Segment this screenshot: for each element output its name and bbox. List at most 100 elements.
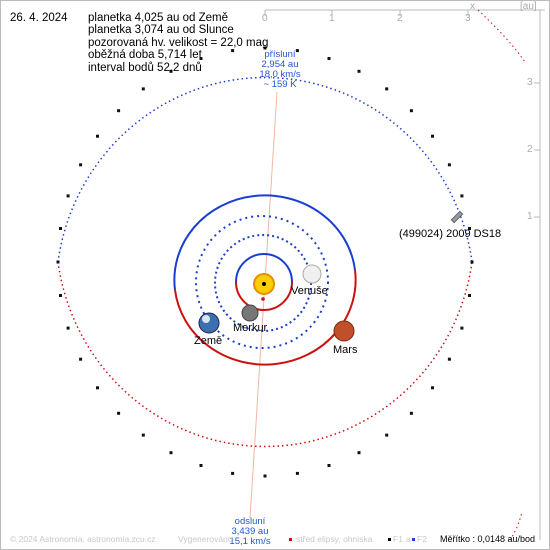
x-axis-label: x [470,1,475,12]
asteroid-position-point [409,109,413,113]
asteroid-position-point [66,326,70,330]
asteroid-position-point [96,134,99,138]
apsidal-line [249,91,278,519]
asteroid-position-point [431,134,434,138]
asteroid-position-point [96,386,99,390]
asteroid-position-point [141,87,145,91]
mercury [241,304,259,322]
mars [333,320,355,342]
perihelion-temperature: ~ 159 K [263,79,297,90]
asteroid-position-point [59,294,62,297]
aphelion-distance: 3,439 au [231,526,269,537]
perihelion-info: přísluní 2,954 au 18,0 km/s ~ 159 K [252,50,308,90]
mars-orbit-lower [174,269,357,366]
mars-orbit-upper [173,194,356,291]
asteroid-position-point [231,471,235,475]
earth-orbit [195,215,329,349]
asteroid-position-point [447,357,451,361]
aphelion-speed: 15,1 km/s [229,536,271,547]
info-period: oběžná doba 5,714 let [88,49,202,62]
asteroid-position-point [295,471,299,475]
legend-center-marker [289,538,292,541]
legend-f1-label: F1 [393,534,403,544]
sun-focus-marker [262,282,266,286]
asteroid-label: (499024) 2009 DS18 [399,228,502,240]
asteroid-position-point [263,46,267,50]
asteroid-position-point [169,451,173,455]
earth-clouds [202,315,210,323]
unit-label: [au] [520,1,537,12]
asteroid-position-point [79,357,83,361]
y-tick-label-1: 1 [527,211,533,222]
mars-label: Mars [333,344,358,356]
aphelion-title: odsluní [234,516,266,527]
mercury-orbit-lower [235,281,293,311]
y-tick-label-2: 2 [527,144,533,155]
venus-label: Venuše [291,285,328,297]
x-tick-label-1: 1 [329,13,335,24]
ellipse-center-marker [261,297,265,301]
asteroid-position-point [468,294,471,297]
legend-f2-marker [412,538,415,541]
legend-a-label: a [406,534,411,544]
asteroid-position-point [409,411,413,415]
x-tick-label-2: 2 [397,13,403,24]
asteroid-position-points [56,46,474,478]
perihelion-speed: 18,0 km/s [259,69,301,80]
asteroid-position-point [59,227,62,230]
asteroid-position-point [117,411,121,415]
asteroid-orbit-upper [57,76,473,263]
asteroid-position-point [460,326,464,330]
footer: © 2024 Astronomia, astronomia.zcu.cz Vyg… [0,534,550,548]
x-tick-label-3: 3 [465,13,471,24]
asteroid-orbit-lower [57,261,473,448]
asteroid-position-point [199,464,203,467]
asteroid-position-point [141,433,145,437]
perihelion-title: přísluní [264,49,296,60]
asteroid-position-point [468,227,471,230]
legend-center-label: střed elipsy, ohniska [296,534,373,544]
asteroid-position-point [357,451,361,455]
x-tick-label-0: 0 [262,13,268,24]
asteroid-position-point [117,109,121,113]
mercury-orbit-upper [235,253,293,283]
asteroid-position-point [447,163,451,167]
asteroid-position-point [357,69,361,73]
aphelion-info: odsluní 3,439 au 15,1 km/s [222,517,278,547]
asteroid-position-point [56,260,60,264]
asteroid-icon [450,210,464,224]
outer-orbit-fragment-bottom [509,511,523,541]
perihelion-distance: 2,954 au [261,59,299,70]
asteroid-position-point [385,433,389,437]
venus [302,264,322,284]
asteroid-position-point [327,464,331,467]
scale-label: Měřítko : 0,0148 au/bod [440,534,536,544]
info-sun-distance: planetka 3,074 au od Slunce [88,24,234,37]
date-label: 26. 4. 2024 [10,12,68,24]
asteroid-position-point [169,69,173,73]
footer-generated: Vygenerováno [178,534,233,544]
asteroid-position-point [431,386,434,390]
asteroid-position-point [460,194,464,198]
info-point-interval: interval bodů 52,2 dnů [88,61,202,74]
outer-orbit-fragment-top [477,9,526,63]
asteroid-position-point [79,163,83,167]
asteroid-position-point [231,49,235,53]
mercury-label: Merkur [233,322,268,334]
asteroid-position-point [199,57,203,60]
earth [198,312,220,334]
info-earth-distance: planetka 4,025 au od Země [88,12,229,24]
info-magnitude: pozorovaná hv. velikost = 22,0 mag [88,36,269,49]
asteroid-position-point [295,49,299,53]
asteroid-position-point [263,474,267,478]
earth-label: Země [194,335,223,347]
legend-f2-label: F2 [417,534,427,544]
asteroid-position-point [385,87,389,91]
info-panel: planetka 4,025 au od Země planetka 3,074… [88,12,268,74]
legend-f1-marker [388,538,391,541]
asteroid-position-point [470,260,474,264]
y-tick-label-3: 3 [527,77,533,88]
footer-copyright: © 2024 Astronomia, astronomia.zcu.cz [10,534,156,544]
asteroid-position-point [66,194,70,198]
